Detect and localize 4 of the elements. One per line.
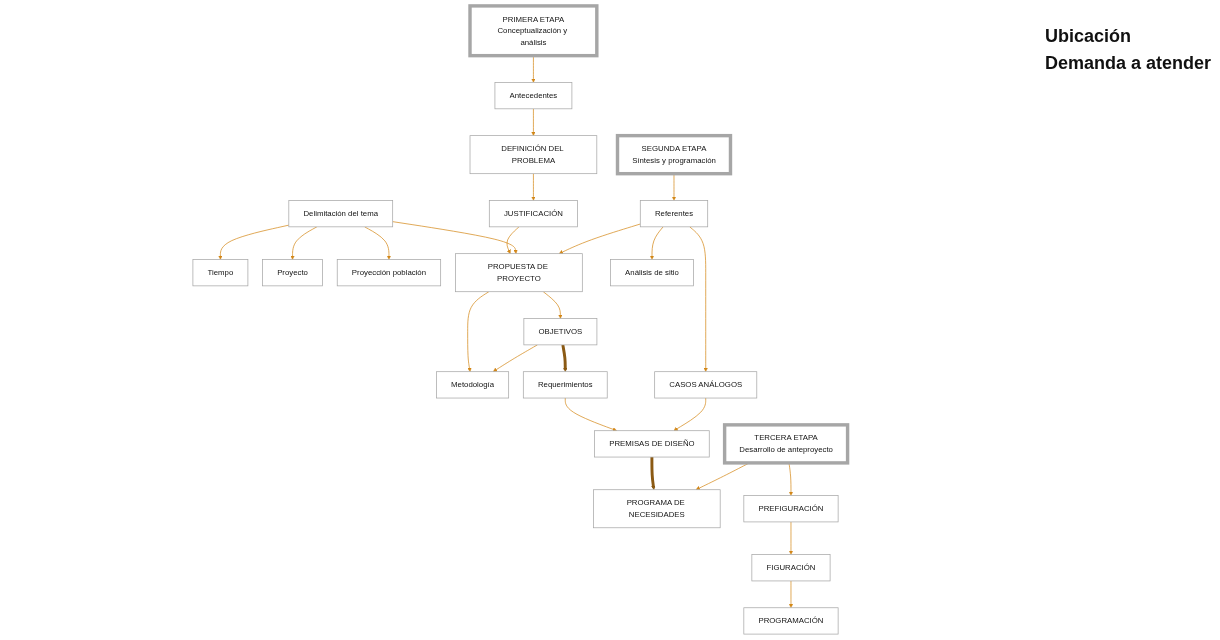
note-text: Ubicación <box>1045 26 1133 47</box>
arrow <box>561 344 568 372</box>
arrow <box>650 457 656 490</box>
note-text: Demanda a atender <box>1045 53 1213 74</box>
